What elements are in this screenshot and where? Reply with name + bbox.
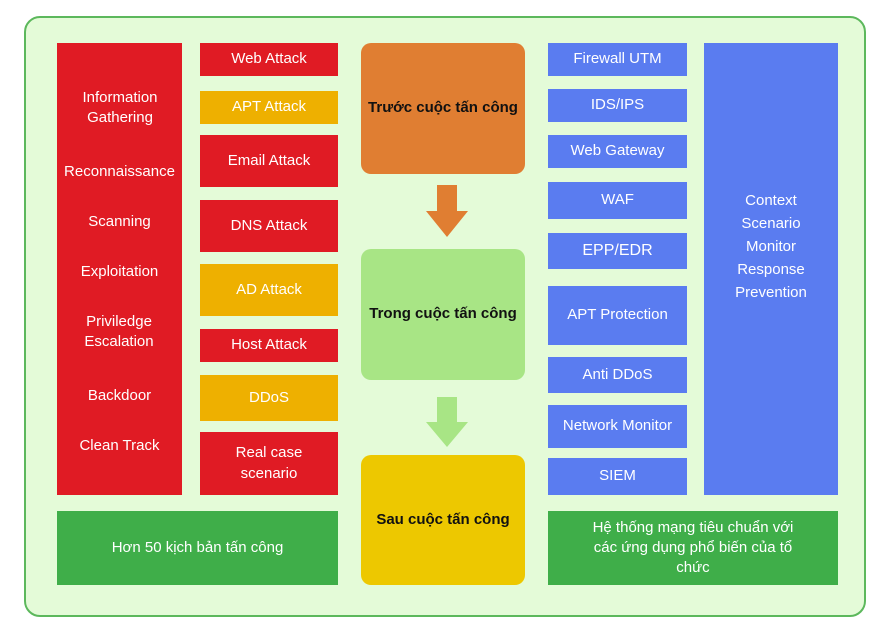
defense-siem: SIEM <box>548 458 687 495</box>
step-information-gathering: Information Gathering <box>82 89 158 126</box>
attack-dns: DNS Attack <box>200 200 338 252</box>
attack-real-case: Real case scenario <box>200 432 338 495</box>
defense-anti-ddos: Anti DDoS <box>548 357 687 393</box>
defense-apt-protection: APT Protection <box>548 286 687 345</box>
defense-web-gateway: Web Gateway <box>548 135 687 168</box>
step-scanning: Scanning <box>88 213 151 230</box>
phase-during-attack: Trong cuộc tấn công <box>361 249 525 380</box>
phase-before-attack: Trước cuộc tấn công <box>361 43 525 174</box>
step-clean-track: Clean Track <box>79 437 160 454</box>
attack-steps-panel: Information Gathering Reconnaissance Sca… <box>57 43 182 495</box>
attack-host: Host Attack <box>200 329 338 362</box>
attack-apt: APT Attack <box>200 91 338 124</box>
step-reconnaissance: Reconnaissance <box>64 163 175 180</box>
context-item-context: Context <box>745 192 797 209</box>
footer-standard-network: Hệ thống mạng tiêu chuẩn với các ứng dụn… <box>548 511 838 585</box>
attack-email: Email Attack <box>200 135 338 187</box>
step-backdoor: Backdoor <box>87 387 152 404</box>
attack-ad: AD Attack <box>200 264 338 316</box>
attack-ddos: DDoS <box>200 375 338 421</box>
step-priviledge-escalation: Priviledge Escalation <box>84 313 154 350</box>
defense-waf: WAF <box>548 182 687 219</box>
context-item-scenario: Scenario <box>741 215 801 232</box>
defense-epp-edr: EPP/EDR <box>548 233 687 269</box>
phase-after-attack: Sau cuộc tấn công <box>361 455 525 585</box>
step-exploitation: Exploitation <box>80 263 159 280</box>
context-item-monitor: Monitor <box>745 238 797 255</box>
context-panel: Context Scenario Monitor Response Preven… <box>704 43 838 495</box>
down-arrow-1 <box>426 185 468 237</box>
defense-network-monitor: Network Monitor <box>548 405 687 448</box>
defense-firewall-utm: Firewall UTM <box>548 43 687 76</box>
down-arrow-2 <box>426 397 468 447</box>
footer-attack-scenarios: Hơn 50 kịch bản tấn công <box>57 511 338 585</box>
context-item-prevention: Prevention <box>735 284 807 301</box>
context-item-response: Response <box>737 261 805 278</box>
defense-ids-ips: IDS/IPS <box>548 89 687 122</box>
attack-web: Web Attack <box>200 43 338 76</box>
